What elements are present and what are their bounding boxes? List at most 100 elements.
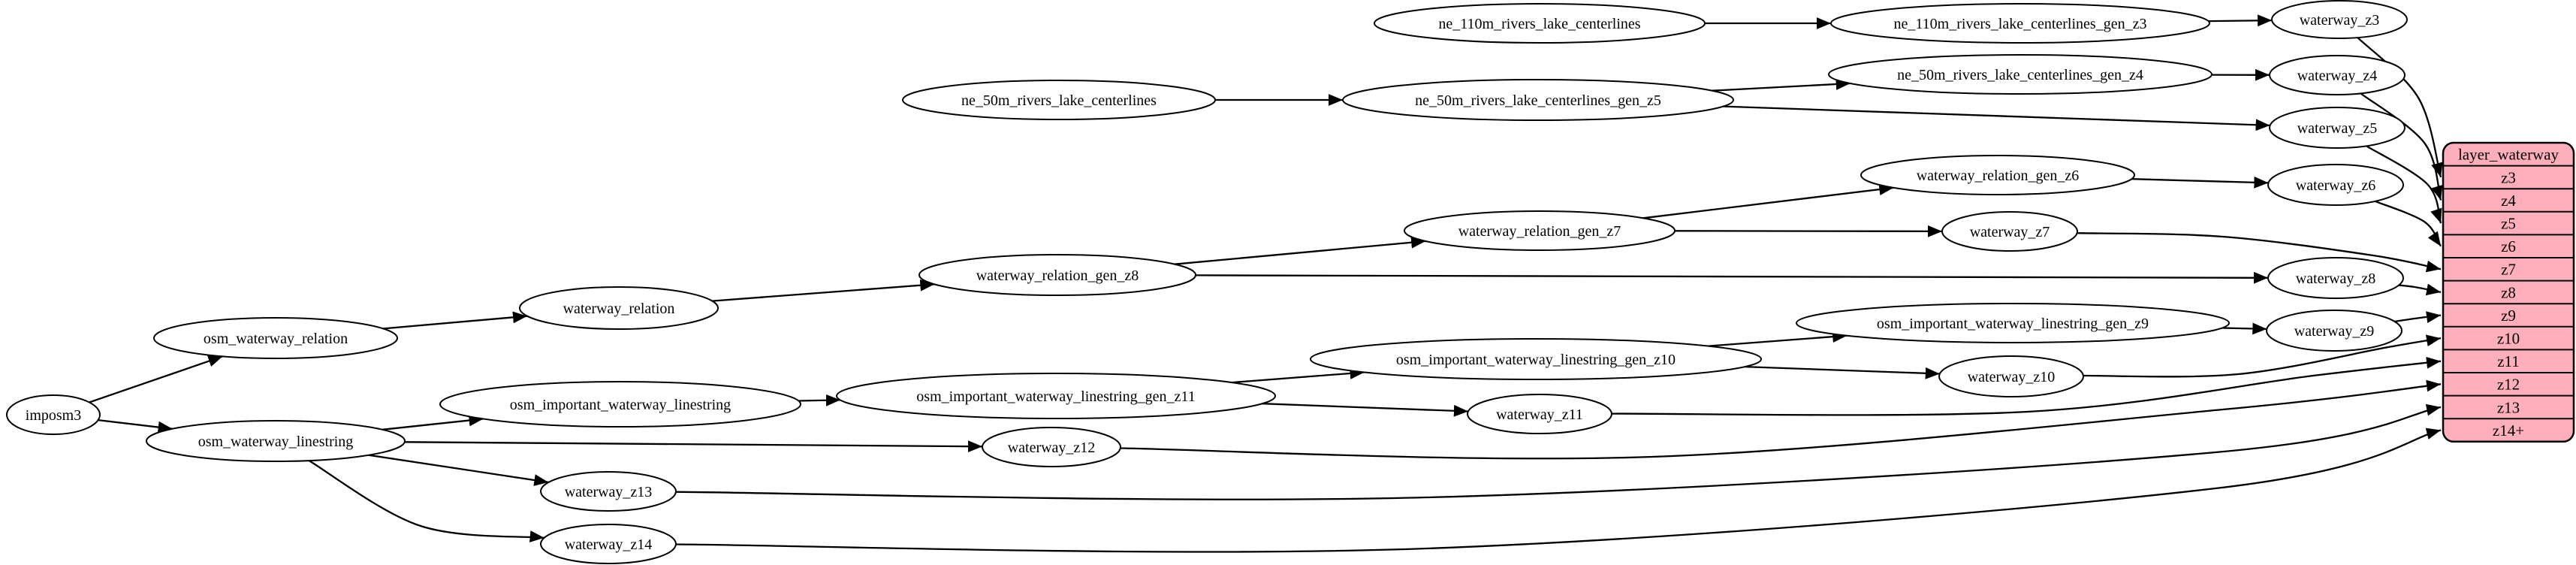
edge-waterway_z14-layer_waterway-z14+: [675, 428, 2442, 553]
waterway_z6-ellipse: [2267, 164, 2404, 206]
table-row-z8: z8: [2501, 283, 2516, 301]
waterway_z9-ellipse: [2266, 310, 2403, 352]
osm_important_waterway_linestring_gen_z9-ellipse: [1796, 303, 2230, 343]
layer-waterway-table-frame: [2442, 141, 2575, 443]
waterway_z12-ellipse: [982, 427, 1121, 467]
table-row-z7: z7: [2501, 261, 2516, 279]
osm_waterway_relation-label: osm_waterway_relation: [204, 331, 348, 347]
edge-osm_waterway_linestring-waterway_z13: [368, 454, 549, 486]
edge-imposm3-osm_waterway_linestring: [98, 418, 173, 434]
table-row-z10: z10: [2497, 329, 2520, 347]
ne_110m_rivers_lake_centerlines_gen_z3-ellipse: [1830, 3, 2210, 44]
ne_50m_rivers_lake_centerlines-ellipse: [902, 80, 1216, 120]
node-ne_50m_rivers_lake_centerlines: ne_50m_rivers_lake_centerlines: [902, 80, 1216, 120]
edge-osm_important_waterway_linestring_gen_z9-waterway_z9: [2222, 322, 2267, 335]
ne_110m_rivers_lake_centerlines_gen_z3-label: ne_110m_rivers_lake_centerlines_gen_z3: [1894, 16, 2147, 32]
osm_waterway_linestring-label: osm_waterway_linestring: [198, 434, 354, 450]
waterway_z3-label: waterway_z3: [2300, 12, 2380, 29]
waterway_z4-ellipse: [2269, 55, 2406, 95]
edge-osm_important_waterway_linestring_gen_z11-waterway_z11: [1262, 403, 1468, 417]
edge-waterway_z6-layer_waterway-z6: [2375, 200, 2442, 247]
waterway_z12-label: waterway_z12: [1008, 440, 1096, 456]
waterway_z3-ellipse: [2271, 0, 2408, 39]
node-waterway_z12: waterway_z12: [982, 427, 1121, 467]
waterway_z6-label: waterway_z6: [2296, 177, 2376, 194]
edge-waterway_z10-layer_waterway-z10: [2083, 334, 2442, 378]
node-ne_50m_rivers_lake_centerlines_gen_z5: ne_50m_rivers_lake_centerlines_gen_z5: [1342, 79, 1734, 121]
osm_important_waterway_linestring-label: osm_important_waterway_linestring: [510, 397, 731, 413]
waterway_z10-label: waterway_z10: [1968, 369, 2056, 385]
node-waterway_relation_gen_z6: waterway_relation_gen_z6: [1860, 155, 2135, 195]
node-waterway_z3: waterway_z3: [2271, 0, 2408, 39]
waterway_z10-ellipse: [1938, 355, 2084, 397]
osm_important_waterway_linestring-ellipse: [439, 381, 801, 428]
waterway_relation_gen_z7-label: waterway_relation_gen_z7: [1458, 223, 1621, 240]
table-row-z9: z9: [2501, 307, 2516, 325]
waterway_z5-label: waterway_z5: [2297, 120, 2378, 137]
edge-waterway_relation_gen_z6-waterway_z6: [2131, 176, 2269, 189]
node-osm_waterway_relation: osm_waterway_relation: [153, 317, 398, 359]
layer-waterway-table: layer_waterwayz3z4z5z6z7z8z9z10z11z12z13…: [2442, 141, 2575, 443]
table-row-z13: z13: [2497, 398, 2520, 416]
imposm3-label: imposm3: [26, 407, 81, 424]
edge-waterway_z4-layer_waterway-z4: [2360, 92, 2443, 201]
node-ne_50m_rivers_lake_centerlines_gen_z4: ne_50m_rivers_lake_centerlines_gen_z4: [1828, 54, 2213, 95]
edge-waterway_relation_gen_z8-waterway_relation_gen_z7: [1174, 236, 1426, 265]
waterway_z5-ellipse: [2269, 107, 2406, 149]
osm_waterway_linestring-ellipse: [146, 420, 406, 462]
edge-waterway_relation_gen_z7-waterway_relation_gen_z6: [1642, 183, 1894, 219]
node-waterway_z11: waterway_z11: [1467, 394, 1612, 434]
edges-layer: [89, 14, 2443, 553]
waterway_z7-ellipse: [1941, 211, 2078, 252]
ne_110m_rivers_lake_centerlines-label: ne_110m_rivers_lake_centerlines: [1438, 16, 1640, 32]
edge-osm_waterway_relation-waterway_relation: [383, 311, 528, 330]
node-waterway_z9: waterway_z9: [2266, 310, 2403, 352]
osm_important_waterway_linestring_gen_z11-ellipse: [836, 373, 1276, 419]
table-row-z4: z4: [2501, 192, 2516, 210]
table-row-z11: z11: [2497, 352, 2520, 370]
ne_50m_rivers_lake_centerlines_gen_z5-ellipse: [1342, 79, 1734, 121]
edge-waterway_z12-layer_waterway-z12: [1120, 379, 2442, 460]
ne_50m_rivers_lake_centerlines_gen_z4-label: ne_50m_rivers_lake_centerlines_gen_z4: [1897, 67, 2143, 83]
node-osm_important_waterway_linestring_gen_z11: osm_important_waterway_linestring_gen_z1…: [836, 373, 1276, 419]
waterway_z4-label: waterway_z4: [2297, 68, 2378, 84]
waterway_relation-ellipse: [519, 286, 719, 330]
node-waterway_z4: waterway_z4: [2269, 55, 2406, 95]
waterway_z14-ellipse: [540, 524, 677, 564]
edge-ne_50m_rivers_lake_centerlines_gen_z5-waterway_z5: [1723, 105, 2270, 131]
waterway_z13-ellipse: [540, 471, 677, 512]
node-waterway_z13: waterway_z13: [540, 471, 677, 512]
osm_important_waterway_linestring_gen_z11-label: osm_important_waterway_linestring_gen_z1…: [916, 388, 1195, 405]
edge-imposm3-osm_waterway_relation: [89, 355, 223, 403]
imposm3-ellipse: [6, 394, 101, 435]
ne_50m_rivers_lake_centerlines_gen_z4-ellipse: [1828, 54, 2213, 95]
waterway_relation_gen_z8-ellipse: [918, 254, 1196, 296]
table-header-layer-waterway: layer_waterway: [2458, 146, 2559, 164]
osm_important_waterway_linestring_gen_z9-label: osm_important_waterway_linestring_gen_z9: [1877, 316, 2149, 332]
node-osm_important_waterway_linestring_gen_z9: osm_important_waterway_linestring_gen_z9: [1796, 303, 2230, 343]
waterway_relation_gen_z7-ellipse: [1404, 210, 1676, 251]
waterway_z8-label: waterway_z8: [2296, 270, 2376, 287]
edge-waterway_z11-layer_waterway-z11: [1611, 356, 2442, 416]
ne_50m_rivers_lake_centerlines-label: ne_50m_rivers_lake_centerlines: [961, 92, 1157, 109]
ne_50m_rivers_lake_centerlines_gen_z5-label: ne_50m_rivers_lake_centerlines_gen_z5: [1415, 92, 1661, 109]
node-osm_important_waterway_linestring_gen_z10: osm_important_waterway_linestring_gen_z1…: [1310, 338, 1762, 380]
edge-waterway_relation-waterway_relation_gen_z8: [712, 279, 935, 302]
waterway_relation_gen_z8-label: waterway_relation_gen_z8: [976, 267, 1139, 284]
node-osm_waterway_linestring: osm_waterway_linestring: [146, 420, 406, 462]
node-waterway_z8: waterway_z8: [2267, 257, 2404, 299]
edge-ne_50m_rivers_lake_centerlines_gen_z5-ne_50m_rivers_lake_centerlines_gen_z4: [1712, 78, 1851, 92]
edge-osm_important_waterway_linestring_gen_z10-osm_important_waterway_linestring_gen_z9: [1708, 331, 1848, 347]
waterway_relation_gen_z6-label: waterway_relation_gen_z6: [1917, 168, 2080, 184]
node-waterway_relation: waterway_relation: [519, 286, 719, 330]
table-row-z3: z3: [2501, 168, 2516, 186]
table-row-z5: z5: [2501, 214, 2516, 232]
edge-osm_important_waterway_linestring_gen_z11-osm_important_waterway_linestring_gen_z10: [1231, 367, 1365, 384]
node-waterway_z7: waterway_z7: [1941, 211, 2078, 252]
waterway_z11-ellipse: [1467, 394, 1612, 434]
edge-waterway_relation_gen_z8-waterway_z8: [1195, 271, 2269, 284]
edge-osm_important_waterway_linestring_gen_z10-waterway_z10: [1745, 365, 1940, 379]
node-imposm3: imposm3: [6, 394, 101, 435]
